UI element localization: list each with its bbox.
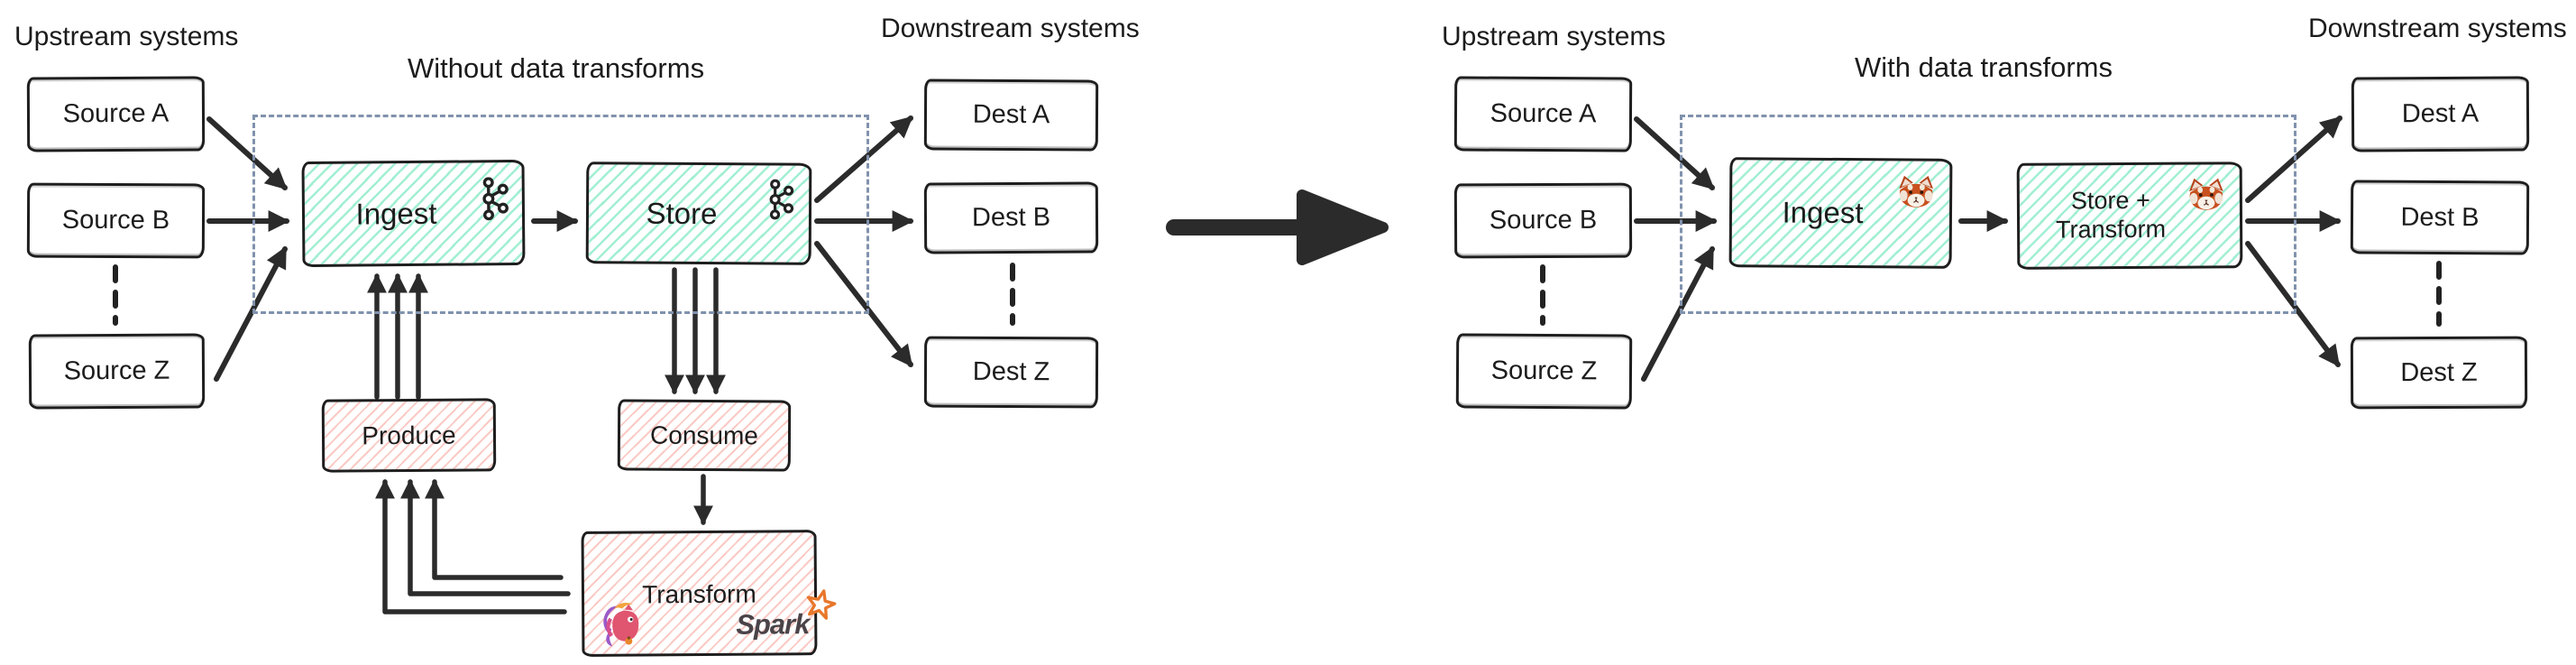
left-title: Without data transforms: [408, 52, 705, 84]
right-store-transform-line2: Transform: [2055, 215, 2167, 244]
arrow-right-source-z-to-ingest: [1641, 245, 1715, 382]
produce-box: Produce: [321, 398, 497, 473]
right-store-transform-box: Store + Transform: [2016, 162, 2243, 270]
right-store-transform-line1: Store +: [2070, 187, 2150, 215]
left-ingest-box: Ingest: [301, 159, 526, 268]
right-downstream-label: Downstream systems: [2308, 14, 2567, 43]
left-source-b-box: Source B: [26, 182, 206, 259]
flink-squirrel-icon: [603, 603, 639, 647]
arrow-transform-to-produce-3: [375, 478, 567, 614]
right-dest-b-box: Dest B: [2350, 180, 2530, 255]
right-source-b-label: Source B: [1489, 205, 1598, 236]
redpanda-icon: [1899, 175, 1934, 208]
arrow-transform-to-produce-2: [400, 478, 571, 596]
arrow-right-to-dest-z: [2245, 241, 2341, 367]
left-source-z-label: Source Z: [63, 356, 170, 386]
right-store-transform-label: Store + Transform: [2056, 187, 2166, 245]
produce-label: Produce: [362, 420, 456, 449]
right-source-z-label: Source Z: [1490, 356, 1598, 386]
spark-wordmark: Spark: [736, 608, 810, 641]
right-upstream-label: Upstream systems: [1442, 22, 1666, 51]
right-source-b-box: Source B: [1453, 182, 1633, 259]
redpanda-icon: [2188, 178, 2223, 210]
kafka-icon: [769, 179, 794, 220]
arrow-left-store-to-dest-a: [814, 115, 913, 203]
arrow-left-source-a-to-ingest: [206, 116, 288, 190]
transform-box: Transform Spark: [581, 530, 837, 657]
right-ingest-label: Ingest: [1782, 195, 1864, 230]
arrow-right-source-a-to-ingest: [1634, 116, 1715, 190]
right-source-a-label: Source A: [1490, 98, 1597, 129]
left-dest-z-label: Dest Z: [972, 356, 1050, 387]
right-source-a-box: Source A: [1453, 76, 1633, 152]
right-dest-z-label: Dest Z: [2400, 357, 2478, 387]
right-title: With data transforms: [1855, 51, 2113, 83]
arrow-left-source-z-to-ingest: [214, 245, 288, 382]
left-upstream-label: Upstream systems: [14, 22, 239, 51]
right-dest-b-label: Dest B: [2400, 202, 2480, 232]
left-store-label: Store: [646, 196, 718, 230]
spark-star-icon: [806, 589, 837, 620]
left-source-b-label: Source B: [61, 205, 170, 236]
left-dest-a-box: Dest A: [923, 79, 1099, 152]
right-source-z-box: Source Z: [1455, 333, 1633, 410]
consume-box: Consume: [617, 399, 792, 472]
left-store-box: Store: [585, 162, 812, 265]
left-dest-b-box: Dest B: [923, 181, 1099, 254]
right-dest-a-label: Dest A: [2401, 98, 2480, 129]
left-ingest-label: Ingest: [355, 196, 437, 231]
left-pipeline-dashed-frame: [252, 115, 869, 314]
left-source-z-box: Source Z: [28, 333, 206, 410]
left-source-a-box: Source A: [26, 76, 206, 152]
right-pipeline-dashed-frame: [1680, 115, 2296, 314]
big-transition-arrow: [1166, 189, 1389, 265]
consume-label: Consume: [650, 420, 759, 449]
right-ingest-box: Ingest: [1728, 157, 1953, 269]
left-dest-a-label: Dest A: [972, 99, 1050, 130]
left-downstream-label: Downstream systems: [881, 14, 1140, 43]
kafka-icon: [482, 177, 509, 221]
left-dest-b-label: Dest B: [971, 202, 1051, 233]
right-dest-a-box: Dest A: [2351, 76, 2530, 152]
arrow-transform-to-produce-1: [425, 478, 564, 580]
left-source-a-label: Source A: [62, 98, 170, 129]
arrow-left-store-to-dest-z: [814, 241, 913, 367]
spark-logo: Spark: [736, 588, 837, 642]
right-dest-z-box: Dest Z: [2350, 336, 2528, 410]
left-dest-z-box: Dest Z: [923, 336, 1099, 409]
